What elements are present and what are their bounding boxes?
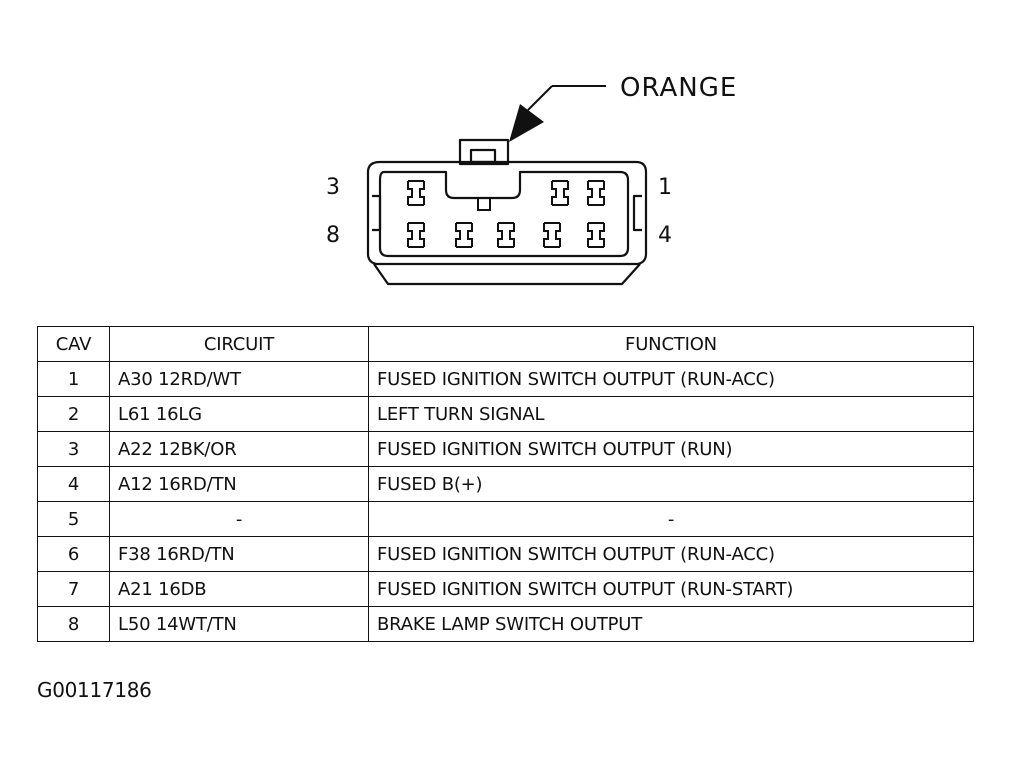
cell-function: FUSED B(+) [368,466,974,502]
header-function: FUNCTION [368,326,974,362]
cell-circuit: A12 16RD/TN [109,466,369,502]
table-header-row: CAV CIRCUIT FUNCTION [37,326,974,362]
cavity-label-top-right: 1 [658,175,672,200]
cell-cav: 4 [37,466,110,502]
cell-function: FUSED IGNITION SWITCH OUTPUT (RUN-ACC) [368,536,974,572]
figure-id: G00117186 [37,678,152,702]
cell-function: BRAKE LAMP SWITCH OUTPUT [368,606,974,642]
terminal-cavity [543,222,561,248]
table-row: 8 L50 14WT/TN BRAKE LAMP SWITCH OUTPUT [37,606,974,642]
cell-cav: 5 [37,501,110,537]
cavity-label-bottom-left: 8 [326,223,340,248]
cell-function: LEFT TURN SIGNAL [368,396,974,432]
connector-body [366,138,648,286]
table-row: 3 A22 12BK/OR FUSED IGNITION SWITCH OUTP… [37,431,974,467]
cavity-label-bottom-right: 4 [658,223,672,248]
cell-cav: 7 [37,571,110,607]
cell-circuit: - [109,501,369,537]
terminal-cavity [587,222,605,248]
table-row: 7 A21 16DB FUSED IGNITION SWITCH OUTPUT … [37,571,974,607]
callout-leader-line [509,85,606,142]
cell-circuit: F38 16RD/TN [109,536,369,572]
cavity-label-top-left: 3 [326,175,340,200]
cell-cav: 3 [37,431,110,467]
cell-circuit: L61 16LG [109,396,369,432]
polarity-key-mark [477,197,491,211]
cell-circuit: A22 12BK/OR [109,431,369,467]
table-row: 1 A30 12RD/WT FUSED IGNITION SWITCH OUTP… [37,361,974,397]
cell-circuit: A21 16DB [109,571,369,607]
cell-function: - [368,501,974,537]
terminal-cavity [497,222,515,248]
table-row: 5 - - [37,501,974,537]
header-circuit: CIRCUIT [109,326,369,362]
terminal-cavity [407,180,425,206]
callout-arrowhead [509,104,544,142]
connector-color-label: ORANGE [620,73,737,103]
table-row: 6 F38 16RD/TN FUSED IGNITION SWITCH OUTP… [37,536,974,572]
header-cav: CAV [37,326,110,362]
table-row: 4 A12 16RD/TN FUSED B(+) [37,466,974,502]
cell-function: FUSED IGNITION SWITCH OUTPUT (RUN-START) [368,571,974,607]
terminal-cavity [587,180,605,206]
cell-function: FUSED IGNITION SWITCH OUTPUT (RUN) [368,431,974,467]
terminal-cavity [407,222,425,248]
connector-diagram: ORANGE 3 1 8 4 [326,73,737,286]
cell-circuit: L50 14WT/TN [109,606,369,642]
table-row: 2 L61 16LG LEFT TURN SIGNAL [37,396,974,432]
pinout-table: CAV CIRCUIT FUNCTION 1 A30 12RD/WT FUSED… [37,326,974,642]
cell-cav: 1 [37,361,110,397]
cell-cav: 6 [37,536,110,572]
terminal-cavity [551,180,569,206]
terminal-cavities [407,180,605,248]
cell-circuit: A30 12RD/WT [109,361,369,397]
terminal-cavity [455,222,473,248]
cell-function: FUSED IGNITION SWITCH OUTPUT (RUN-ACC) [368,361,974,397]
cell-cav: 2 [37,396,110,432]
cell-cav: 8 [37,606,110,642]
